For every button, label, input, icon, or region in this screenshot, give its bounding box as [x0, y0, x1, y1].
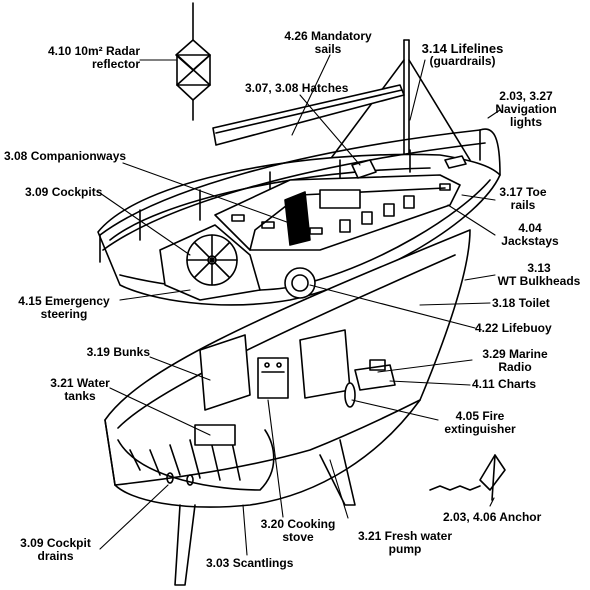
- label-lifebuoy: 4.22 Lifebuoy: [475, 321, 552, 335]
- label-scantlings: 3.03 Scantlings: [206, 556, 294, 570]
- label-charts: 4.11 Charts: [472, 377, 537, 391]
- label-companionways: 3.08 Companionways: [4, 149, 127, 163]
- label-cockpits: 3.09 Cockpits: [25, 185, 103, 199]
- label-anchor: 2.03, 4.06 Anchor: [443, 510, 542, 524]
- label-bunks: 3.19 Bunks: [86, 345, 150, 359]
- label-lifelines: 3.14 Lifelines(guardrails): [421, 41, 504, 68]
- interior-drawing: [194, 329, 396, 446]
- anchor-drawing: [429, 454, 506, 501]
- cockpit-drawing: [159, 224, 316, 301]
- cabin-drawing: [214, 155, 467, 251]
- label-hatches: 3.07, 3.08 Hatches: [245, 81, 349, 95]
- boom-drawing: [212, 84, 405, 146]
- label-toilet: 3.18 Toilet: [492, 296, 550, 310]
- leader-lines: [96, 54, 501, 556]
- radar-reflector-drawing: [175, 2, 211, 121]
